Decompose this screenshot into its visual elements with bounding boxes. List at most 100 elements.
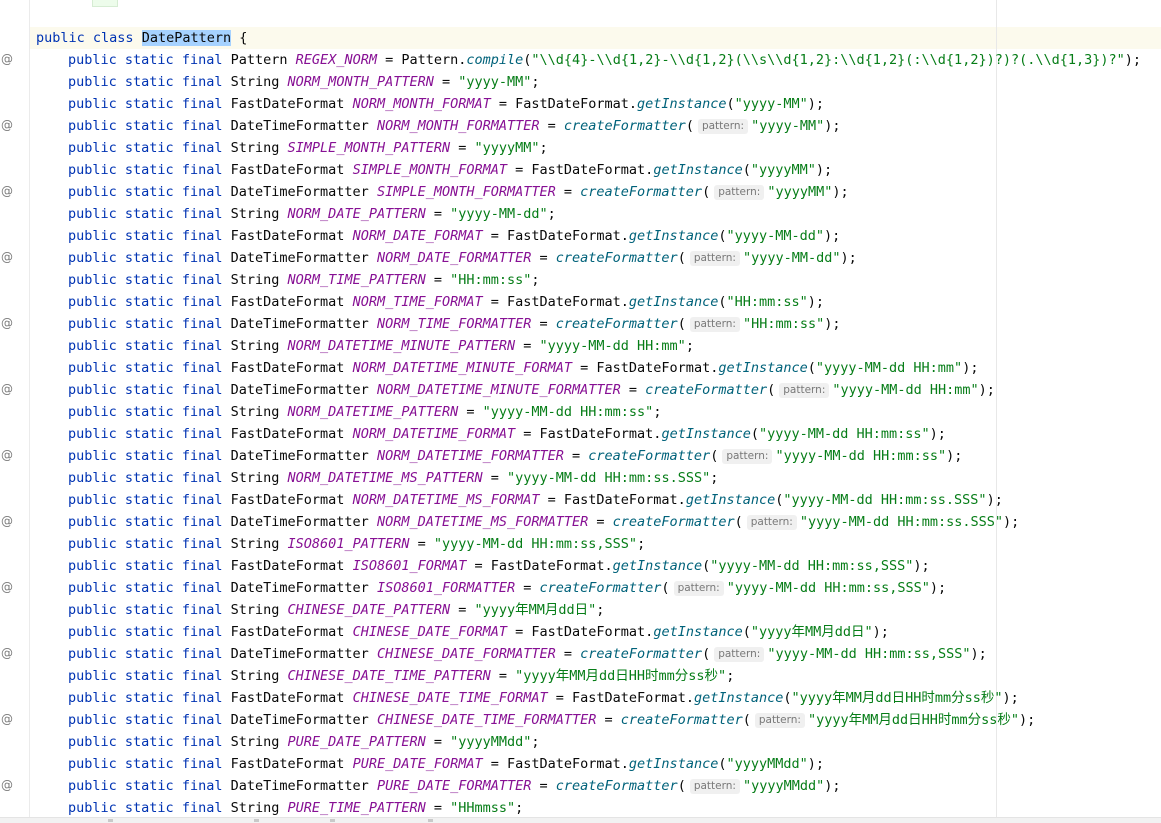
method-call[interactable]: createFormatter	[539, 580, 662, 596]
annotation-marker-icon[interactable]: @	[1, 184, 13, 198]
field-name[interactable]: PURE_DATE_FORMAT	[352, 756, 483, 772]
code-line[interactable]: public static final String ISO8601_PATTE…	[68, 536, 646, 552]
class-declaration-line[interactable]: public class DatePattern {	[36, 27, 1161, 49]
annotation-marker-icon[interactable]: @	[1, 778, 13, 792]
annotation-marker-icon[interactable]: @	[1, 316, 13, 330]
field-name[interactable]: NORM_DATETIME_MS_PATTERN	[287, 470, 483, 486]
annotation-marker-icon[interactable]: @	[1, 646, 13, 660]
field-name[interactable]: SIMPLE_MONTH_PATTERN	[287, 140, 451, 156]
field-name[interactable]: NORM_DATETIME_PATTERN	[287, 404, 459, 420]
field-name[interactable]: ISO8601_PATTERN	[287, 536, 410, 552]
field-name[interactable]: NORM_DATE_FORMAT	[352, 228, 483, 244]
field-name[interactable]: NORM_DATETIME_MINUTE_FORMAT	[352, 360, 573, 376]
field-name[interactable]: NORM_MONTH_PATTERN	[287, 74, 434, 90]
code-area[interactable]: public class DatePattern { public static…	[36, 27, 1161, 819]
code-line[interactable]: public static final DateTimeFormatter NO…	[68, 514, 1020, 530]
code-line[interactable]: public static final DateTimeFormatter CH…	[68, 712, 1036, 728]
field-name[interactable]: SIMPLE_MONTH_FORMAT	[352, 162, 507, 178]
code-line[interactable]: public static final String NORM_DATETIME…	[68, 404, 662, 420]
code-line[interactable]: public static final FastDateFormat NORM_…	[68, 96, 825, 112]
method-call[interactable]: compile	[466, 52, 524, 68]
field-name[interactable]: NORM_DATETIME_FORMAT	[352, 426, 516, 442]
code-line[interactable]: public static final String NORM_MONTH_PA…	[68, 74, 540, 90]
method-call[interactable]: createFormatter	[555, 316, 678, 332]
code-line[interactable]: public static final String SIMPLE_MONTH_…	[68, 140, 548, 156]
method-call[interactable]: getInstance	[628, 294, 719, 310]
code-line[interactable]: public static final FastDateFormat ISO86…	[68, 558, 930, 574]
field-name[interactable]: CHINESE_DATE_TIME_FORMAT	[352, 690, 548, 706]
field-name[interactable]: NORM_DATETIME_MS_FORMATTER	[376, 514, 589, 530]
method-call[interactable]: createFormatter	[588, 448, 711, 464]
editor-gutter[interactable]	[0, 0, 30, 823]
code-line[interactable]: public static final DateTimeFormatter IS…	[68, 580, 947, 596]
code-line[interactable]: public static final DateTimeFormatter NO…	[68, 250, 857, 266]
field-name[interactable]: NORM_MONTH_FORMATTER	[376, 118, 540, 134]
method-call[interactable]: createFormatter	[580, 646, 703, 662]
field-name[interactable]: PURE_DATE_PATTERN	[287, 734, 426, 750]
code-line[interactable]: public static final DateTimeFormatter SI…	[68, 184, 849, 200]
code-line[interactable]: public static final String PURE_DATE_PAT…	[68, 734, 540, 750]
method-call[interactable]: createFormatter	[563, 118, 686, 134]
method-call[interactable]: getInstance	[653, 162, 743, 178]
field-name[interactable]: NORM_TIME_FORMATTER	[376, 316, 532, 332]
method-call[interactable]: getInstance	[685, 492, 776, 508]
field-name[interactable]: SIMPLE_MONTH_FORMATTER	[376, 184, 556, 200]
method-call[interactable]: getInstance	[661, 426, 751, 442]
field-name[interactable]: ISO8601_FORMAT	[352, 558, 467, 574]
field-name[interactable]: CHINESE_DATE_TIME_PATTERN	[287, 668, 491, 684]
annotation-marker-icon[interactable]: @	[1, 712, 13, 726]
code-line[interactable]: public static final FastDateFormat NORM_…	[68, 492, 1003, 508]
code-line[interactable]: public static final FastDateFormat SIMPL…	[68, 162, 833, 178]
code-line[interactable]: public static final FastDateFormat NORM_…	[68, 228, 841, 244]
method-call[interactable]: createFormatter	[620, 712, 743, 728]
code-line[interactable]: public static final String NORM_TIME_PAT…	[68, 272, 540, 288]
code-line[interactable]: public static final FastDateFormat NORM_…	[68, 426, 946, 442]
code-line[interactable]: public static final DateTimeFormatter NO…	[68, 118, 841, 134]
annotation-marker-icon[interactable]: @	[1, 118, 13, 132]
field-name[interactable]: NORM_MONTH_FORMAT	[352, 96, 491, 112]
method-call[interactable]: getInstance	[653, 624, 743, 640]
field-name[interactable]: PURE_DATE_FORMATTER	[376, 778, 532, 794]
method-call[interactable]: createFormatter	[645, 382, 768, 398]
field-name[interactable]: NORM_DATETIME_MINUTE_PATTERN	[287, 338, 516, 354]
method-call[interactable]: getInstance	[628, 756, 719, 772]
field-name[interactable]: CHINESE_DATE_FORMATTER	[376, 646, 556, 662]
field-name[interactable]: NORM_DATETIME_MS_FORMAT	[352, 492, 540, 508]
field-name[interactable]: PURE_TIME_PATTERN	[287, 800, 426, 816]
field-name[interactable]: NORM_TIME_FORMAT	[352, 294, 483, 310]
code-line[interactable]: public static final DateTimeFormatter NO…	[68, 448, 963, 464]
method-call[interactable]: createFormatter	[555, 250, 678, 266]
field-name[interactable]: NORM_DATETIME_MINUTE_FORMATTER	[376, 382, 621, 398]
field-name[interactable]: CHINESE_DATE_TIME_FORMATTER	[376, 712, 597, 728]
field-name[interactable]: CHINESE_DATE_PATTERN	[287, 602, 451, 618]
annotation-marker-icon[interactable]: @	[1, 514, 13, 528]
code-line[interactable]: public static final DateTimeFormatter NO…	[68, 316, 841, 332]
method-call[interactable]: getInstance	[693, 690, 784, 706]
annotation-marker-icon[interactable]: @	[1, 580, 13, 594]
code-line[interactable]: public static final FastDateFormat CHINE…	[68, 690, 1019, 706]
code-line[interactable]: public static final String CHINESE_DATE_…	[68, 668, 735, 684]
method-call[interactable]: createFormatter	[555, 778, 678, 794]
field-name[interactable]: REGEX_NORM	[295, 52, 377, 68]
code-line[interactable]: public static final DateTimeFormatter PU…	[68, 778, 841, 794]
code-line[interactable]: public static final String NORM_DATETIME…	[68, 470, 719, 486]
code-line[interactable]: public static final String NORM_DATETIME…	[68, 338, 694, 354]
field-name[interactable]: NORM_DATETIME_FORMATTER	[376, 448, 564, 464]
annotation-marker-icon[interactable]: @	[1, 382, 13, 396]
code-line[interactable]: public static final FastDateFormat PURE_…	[68, 756, 825, 772]
code-line[interactable]: public static final String PURE_TIME_PAT…	[68, 800, 524, 816]
method-call[interactable]: getInstance	[718, 360, 808, 376]
code-line[interactable]: public static final String NORM_DATE_PAT…	[68, 206, 556, 222]
field-name[interactable]: CHINESE_DATE_FORMAT	[352, 624, 507, 640]
code-line[interactable]: public static final FastDateFormat NORM_…	[68, 294, 825, 310]
code-line[interactable]: public static final String CHINESE_DATE_…	[68, 602, 605, 618]
field-name[interactable]: NORM_TIME_PATTERN	[287, 272, 426, 288]
annotation-marker-icon[interactable]: @	[1, 448, 13, 462]
code-line[interactable]: public static final DateTimeFormatter NO…	[68, 382, 995, 398]
method-call[interactable]: getInstance	[628, 228, 719, 244]
method-call[interactable]: getInstance	[612, 558, 703, 574]
method-call[interactable]: getInstance	[637, 96, 727, 112]
code-line[interactable]: public static final FastDateFormat NORM_…	[68, 360, 979, 376]
method-call[interactable]: createFormatter	[612, 514, 735, 530]
